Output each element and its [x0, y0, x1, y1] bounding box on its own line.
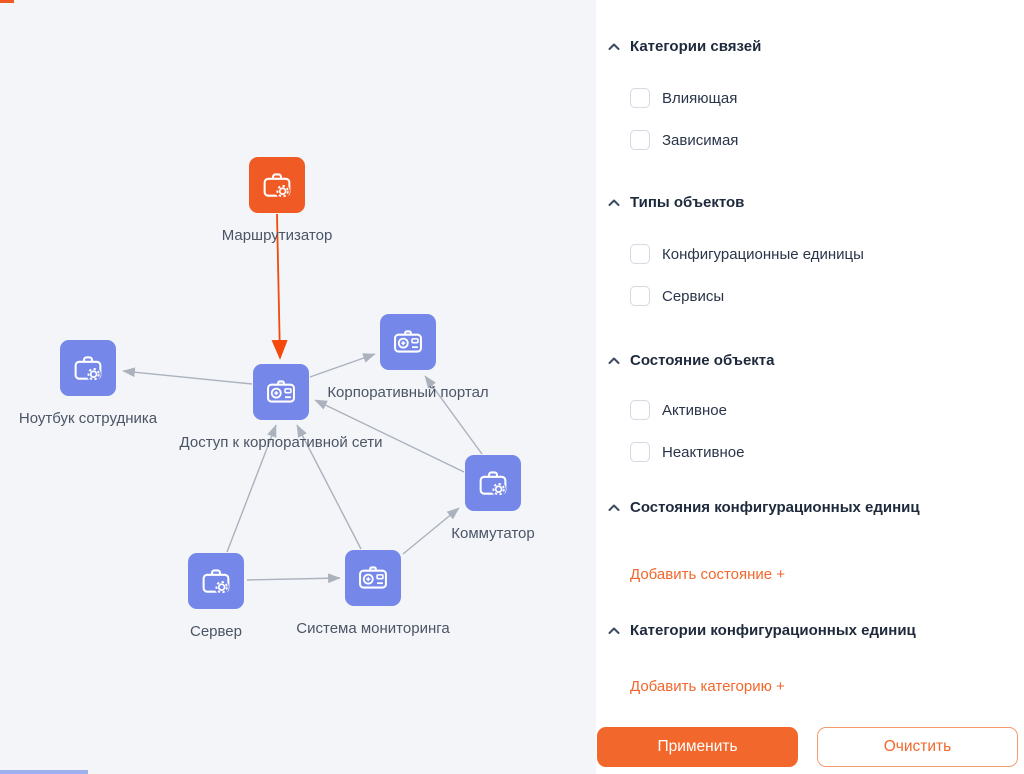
section-title: Состояние объекта [630, 352, 775, 369]
service-card-icon [253, 364, 309, 420]
chevron-up-icon[interactable] [605, 500, 623, 518]
checkbox-label: Активное [662, 401, 727, 419]
add-state-link[interactable]: Добавить состояние + [630, 566, 786, 583]
checkbox-label: Сервисы [662, 287, 725, 305]
checkbox[interactable] [630, 400, 650, 420]
checkbox[interactable] [630, 442, 650, 462]
checkbox-option[interactable]: Зависимая [630, 130, 738, 150]
checkbox-label: Конфигурационные единицы [662, 245, 864, 263]
checkbox-option[interactable]: Влияющая [630, 88, 737, 108]
graph-edges [122, 213, 483, 584]
section-title: Типы объектов [630, 194, 745, 211]
section-title: Состояния конфигурационных единиц [630, 499, 920, 516]
node-label: Корпоративный портал [327, 384, 489, 401]
service-card-icon [345, 550, 401, 606]
briefcase-gear-icon [465, 455, 521, 511]
checkbox[interactable] [630, 130, 650, 150]
checkbox-option[interactable]: Неактивное [630, 442, 744, 462]
checkbox-option[interactable]: Конфигурационные единицы [630, 244, 864, 264]
chevron-up-icon[interactable] [605, 353, 623, 371]
node-label: Доступ к корпоративной сети [179, 434, 383, 451]
filter-footer: Применить Очистить [596, 710, 1024, 774]
graph-canvas[interactable]: Маршрутизатор Ноутбук сотрудника Доступ … [0, 0, 596, 774]
checkbox[interactable] [630, 244, 650, 264]
node-label: Система мониторинга [296, 620, 450, 637]
node-label: Коммутатор [451, 525, 535, 542]
checkbox-option[interactable]: Сервисы [630, 286, 724, 306]
node-label: Ноутбук сотрудника [18, 410, 158, 427]
chevron-up-icon[interactable] [605, 39, 623, 57]
checkbox-label: Влияющая [662, 89, 738, 107]
checkbox-label: Зависимая [662, 131, 739, 149]
checkbox-label: Неактивное [662, 443, 745, 461]
briefcase-gear-icon [60, 340, 116, 396]
add-category-link[interactable]: Добавить категорию + [630, 678, 785, 695]
filter-panel: Категории связей Влияющая Зависимая Типы… [596, 0, 1024, 774]
checkbox[interactable] [630, 88, 650, 108]
briefcase-gear-icon [249, 157, 305, 213]
section-title: Категории конфигурационных единиц [630, 622, 916, 639]
checkbox-option[interactable]: Активное [630, 400, 727, 420]
clear-button[interactable]: Очистить [817, 727, 1018, 767]
apply-button[interactable]: Применить [597, 727, 798, 767]
clipped-node-artifact-top [0, 0, 14, 3]
briefcase-gear-icon [188, 553, 244, 609]
chevron-up-icon[interactable] [605, 623, 623, 641]
section-title: Категории связей [630, 38, 762, 55]
node-label: Маршрутизатор [221, 227, 333, 244]
chevron-up-icon[interactable] [605, 195, 623, 213]
service-card-icon [380, 314, 436, 370]
node-label: Сервер [189, 623, 243, 640]
checkbox[interactable] [630, 286, 650, 306]
clipped-node-artifact-bottom [0, 770, 88, 774]
